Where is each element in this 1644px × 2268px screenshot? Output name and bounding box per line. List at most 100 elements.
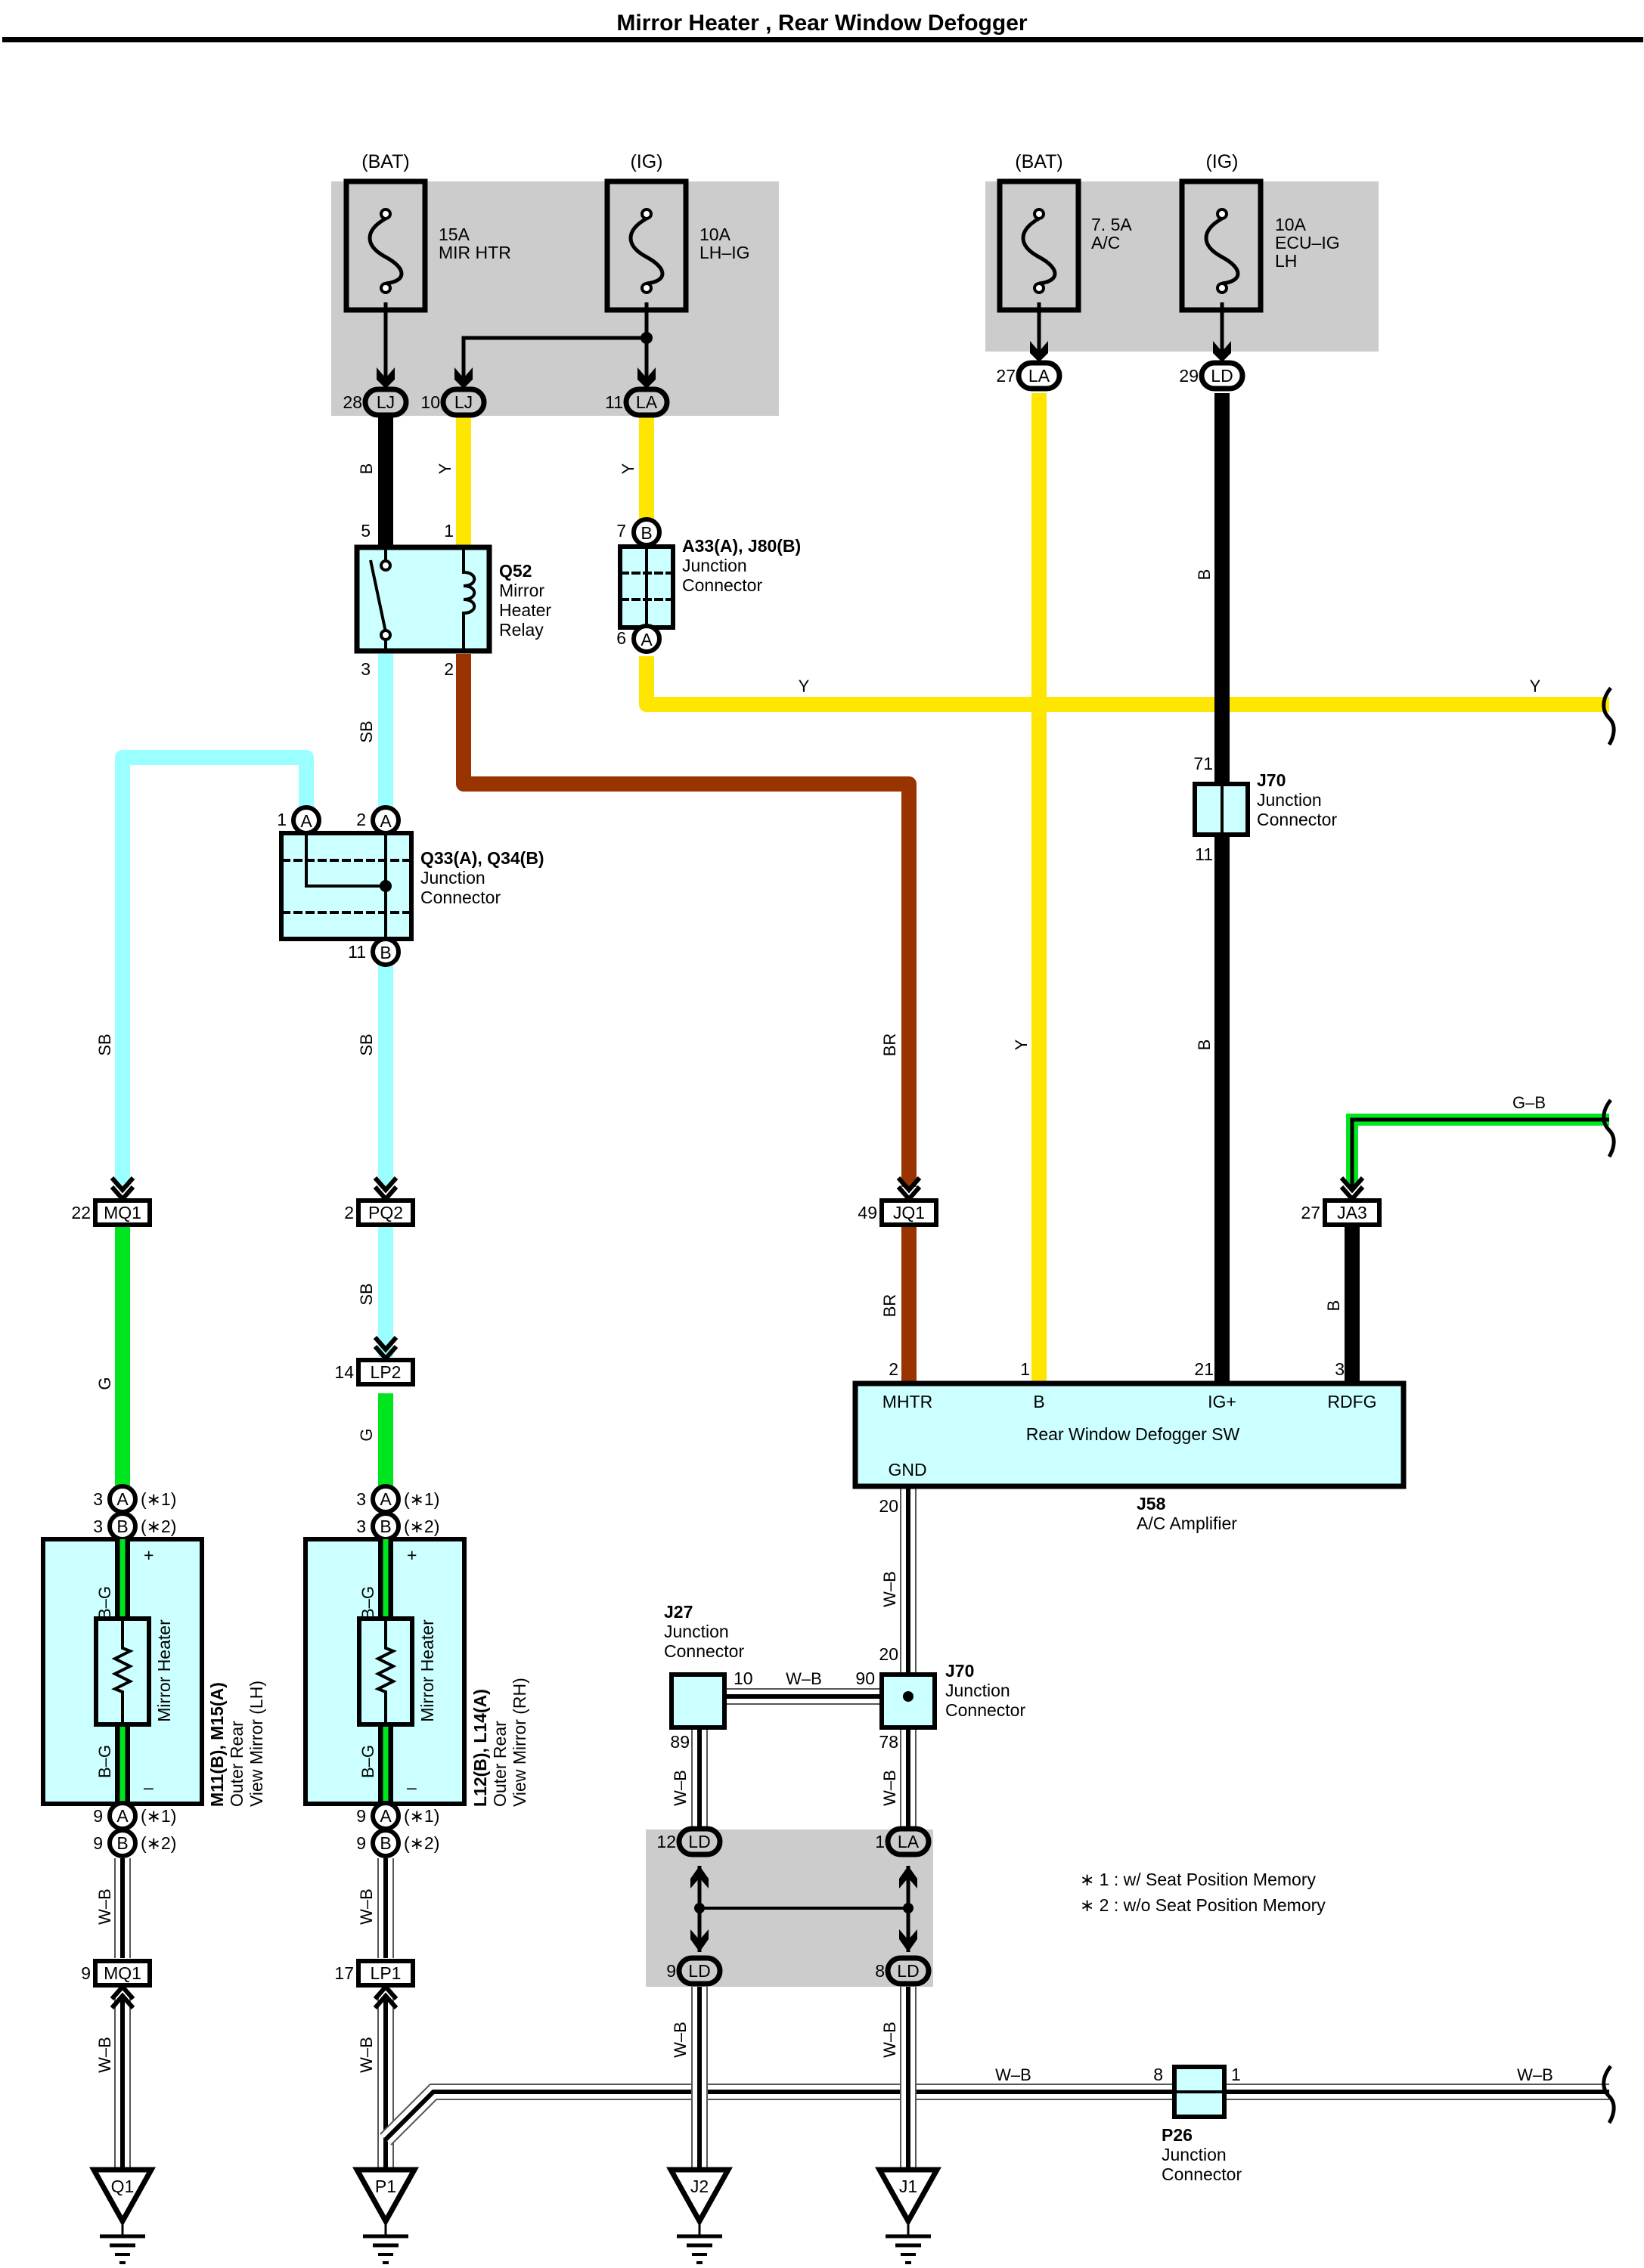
a33-junction-connector: B 7 A 6 A33(A), J80(B) Junction Connecto… — [616, 517, 801, 654]
fuse-name: LH–IG — [699, 243, 749, 262]
wire-label-bg: B–G — [95, 1745, 114, 1778]
wire-label-wb: W–B — [357, 1888, 376, 1925]
chevron-up-icon — [373, 1992, 399, 2009]
fuse-ac: (BAT)7. 5AA/C — [997, 151, 1132, 313]
wire-label-gb: G–B — [1512, 1093, 1546, 1112]
wire-label-br: BR — [880, 1294, 899, 1318]
resistor-icon — [111, 1619, 134, 1724]
connector-code: LP2 — [371, 1362, 402, 1382]
wire-label-bg: B–G — [95, 1586, 114, 1619]
wire-label-y: Y — [619, 463, 637, 474]
connector-box — [356, 1358, 415, 1387]
connector-code: LA — [1028, 366, 1050, 386]
pin-circle — [291, 805, 321, 835]
component-box — [852, 1380, 1407, 1489]
wire-label-sb: SB — [357, 1033, 376, 1055]
pin-note: (∗1) — [141, 1806, 176, 1826]
splice-dot — [694, 1903, 705, 1913]
terminal-name: GND — [888, 1460, 926, 1479]
connector-la1: LA1 — [875, 1826, 932, 1857]
component-code: Q52 — [499, 561, 532, 581]
connector-oval — [1016, 360, 1062, 392]
splice-dot — [903, 1691, 914, 1702]
notes: ∗ 1 : w/ Seat Position Memory ∗ 2 : w/o … — [1080, 1870, 1326, 1915]
wire-label-wb: W–B — [995, 2065, 1031, 2084]
pin-label: 90 — [855, 1668, 875, 1688]
pin-code: B — [116, 1833, 128, 1853]
pin-label: 3 — [93, 1517, 103, 1536]
ground-Q1: Q1 — [89, 2167, 156, 2264]
component-name: Connector — [1162, 2164, 1242, 2184]
pin-label: 20 — [879, 1644, 898, 1664]
component-code: Q33(A), Q34(B) — [420, 848, 544, 868]
arrow-down-icon — [377, 367, 395, 389]
component-code: J70 — [1257, 770, 1286, 790]
component-inner-label: Rear Window Defogger SW — [1026, 1424, 1240, 1444]
component-name: Heater — [499, 600, 551, 620]
connector-code: LD — [1211, 366, 1233, 386]
connector-la27: LA 27 — [996, 341, 1062, 392]
connector-ld8: LD8 — [875, 1955, 932, 1987]
pin-label: 8 — [1153, 2065, 1163, 2084]
pin-label: 9 — [356, 1806, 366, 1826]
wire-label-wb: W–B — [95, 2037, 114, 2073]
ground-P1: P1 — [352, 2167, 419, 2264]
ground-triangle — [666, 2167, 733, 2227]
connector-code: LD — [688, 1961, 710, 1981]
pin-label: 1 — [277, 810, 287, 829]
connector-box — [669, 1672, 727, 1730]
connector-oval — [676, 1955, 723, 1987]
fuse-rating: 10A — [1275, 215, 1307, 234]
pin-label: 3 — [356, 1489, 366, 1509]
pin-label: 5 — [361, 521, 371, 541]
fuse-source: (BAT) — [361, 151, 409, 172]
pin-circle — [631, 624, 662, 654]
note-no-seat-memory: ∗ 2 : w/o Seat Position Memory — [1080, 1895, 1326, 1915]
component-name: Outer Rear — [227, 1721, 247, 1807]
wire-label-br: BR — [880, 1033, 899, 1057]
connector-ld9: LD9 — [666, 1955, 723, 1987]
connector-code: MQ1 — [104, 1963, 141, 1983]
connector-pin: 27 — [996, 366, 1016, 386]
fuse-source: (IG) — [630, 151, 662, 172]
connector-code: MQ1 — [104, 1203, 141, 1222]
pin-note: (∗2) — [141, 1833, 176, 1853]
wire-label-g: G — [357, 1428, 376, 1441]
connector-pin: 8 — [875, 1961, 885, 1981]
pin-label: 89 — [670, 1732, 690, 1752]
ground-J1: J1 — [875, 2167, 941, 2264]
wire-label-wb: W–B — [671, 1770, 690, 1806]
splice-dot — [641, 332, 653, 344]
chevron-down-icon — [110, 1176, 135, 1194]
pin-label: 9 — [356, 1833, 366, 1853]
pin-note: (∗2) — [404, 1517, 439, 1536]
fuse-name: A/C — [1091, 233, 1120, 253]
pin-label: 3 — [93, 1489, 103, 1509]
break-icon — [1602, 1098, 1616, 1158]
pin-code: A — [380, 811, 392, 831]
q52-relay: 5 1 3 2 Q52 Mirror Heater Relay — [354, 521, 551, 679]
pin-label: 10 — [734, 1668, 753, 1688]
pin-label: 21 — [1194, 1359, 1214, 1379]
connector-code: LP1 — [371, 1963, 402, 1983]
component-name: A/C Amplifier — [1137, 1514, 1237, 1533]
pin-label: 2 — [356, 810, 366, 829]
connector-box — [93, 1959, 152, 1988]
pin-label: 1 — [1231, 2065, 1241, 2084]
component-name: Junction — [945, 1681, 1010, 1700]
splice-dot — [380, 880, 392, 892]
component-name: Junction — [682, 556, 747, 575]
connector-box — [879, 1198, 938, 1227]
connector-code: JA3 — [1337, 1203, 1367, 1222]
pin-code: A — [116, 1806, 129, 1826]
component-inner-label: Mirror Heater — [154, 1619, 174, 1722]
wire-label-y: Y — [436, 463, 454, 474]
